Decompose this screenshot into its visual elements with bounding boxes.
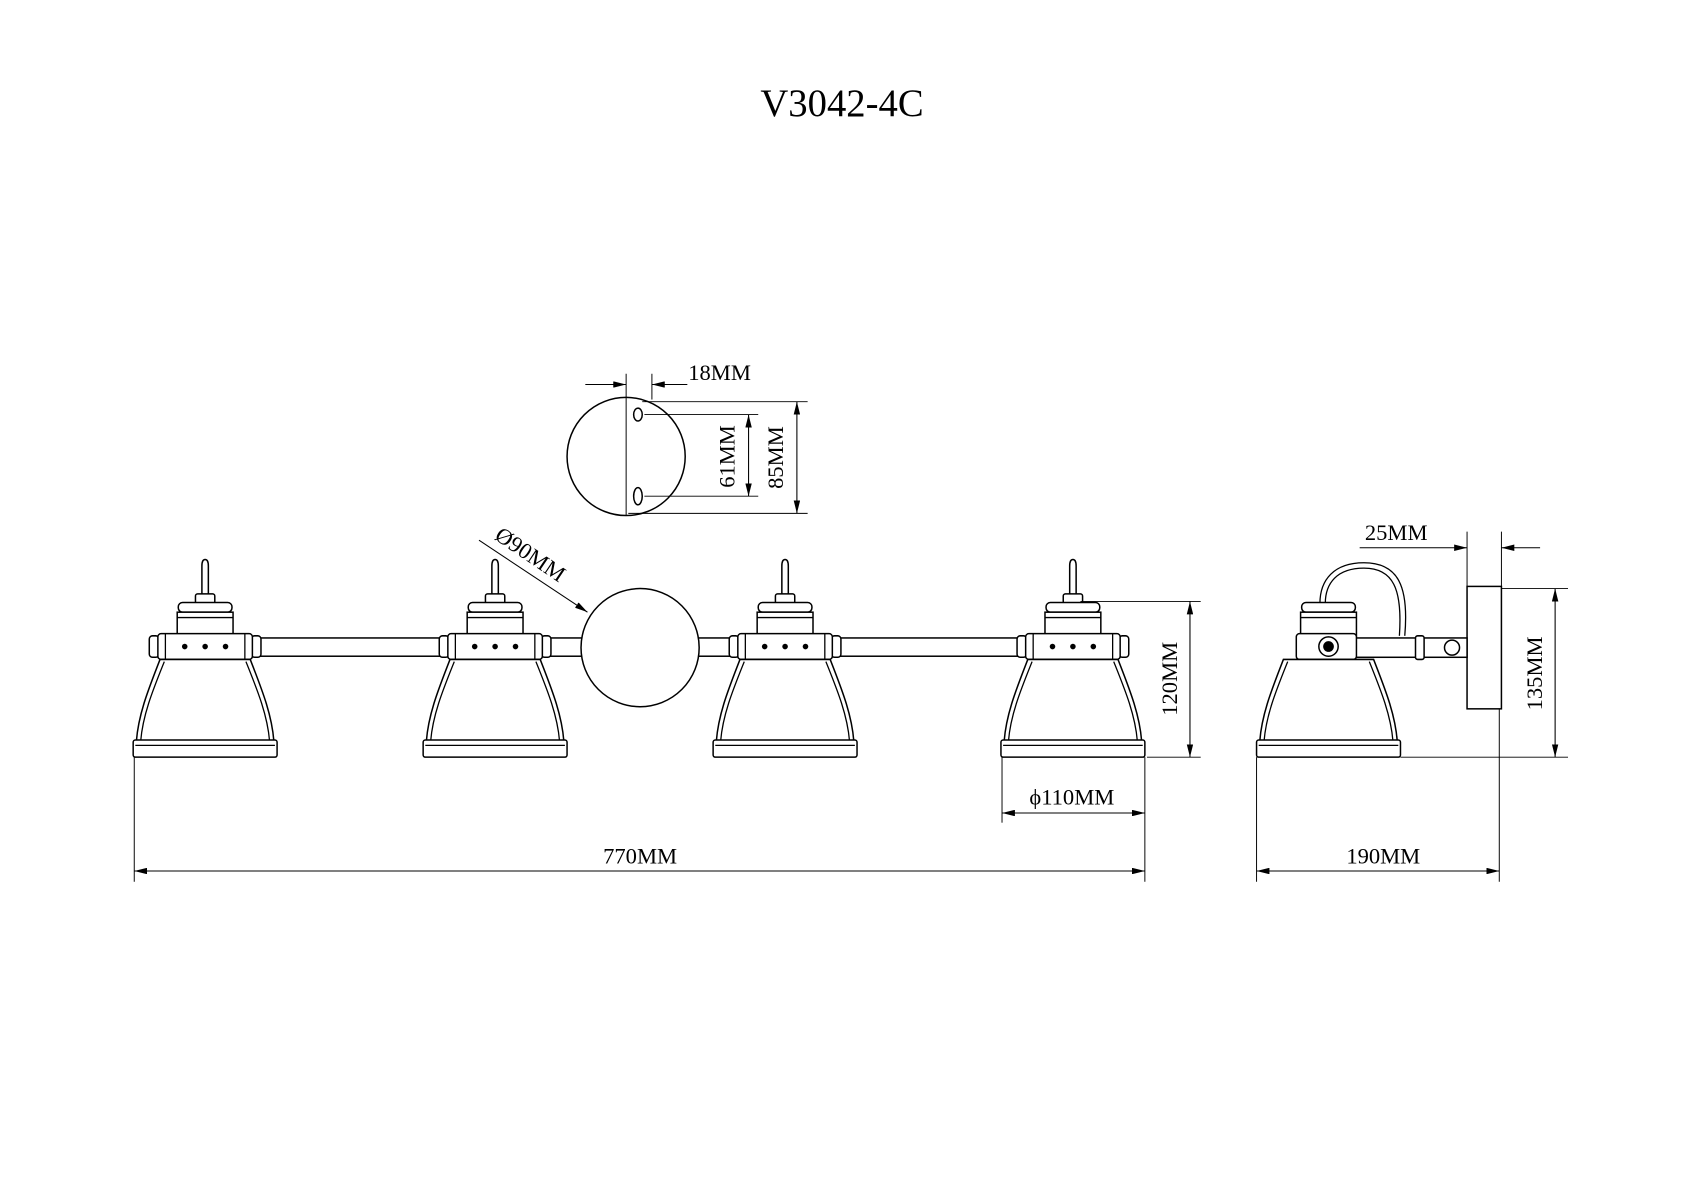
side-lamp-rim (1255, 739, 1402, 758)
canopy-diameter-leader (478, 539, 588, 613)
drawing-title: V3042-4C (760, 83, 923, 125)
lamp-2 (422, 558, 568, 758)
canopy-circle (580, 587, 700, 708)
mounting-slot-top (632, 407, 643, 422)
side-cable-inner (1324, 567, 1401, 636)
side-arm-bolt (1443, 639, 1461, 656)
lamp-4 (1000, 558, 1146, 758)
side-lamp-shade-inner-left (1263, 661, 1289, 742)
front-view: Ø90MM 120MM ϕ110MM 770MM (132, 522, 1201, 882)
side-arm-joint (1414, 635, 1425, 661)
overall-width-label: 770MM (603, 843, 677, 868)
mounting-slot-bottom (632, 486, 643, 506)
side-lamp-shade-inner-right (1368, 661, 1394, 742)
front-height-label: 120MM (1157, 642, 1182, 716)
side-view: 25MM 135MM 190MM (1255, 520, 1569, 882)
side-wall-plate (1466, 585, 1503, 710)
lamp-1 (132, 558, 278, 758)
projection-label: 190MM (1346, 843, 1420, 868)
side-cable-outer (1319, 562, 1407, 636)
mounting-plate-view: 18MM 61MM 85MM (566, 360, 808, 517)
slot-spacing-label: 61MM (715, 425, 740, 488)
lamp-3 (712, 558, 858, 758)
side-lamp-knob-center (1323, 641, 1334, 652)
plate-height-label: 85MM (763, 426, 788, 489)
side-lamp-holder-cap (1300, 601, 1357, 613)
canopy-diameter-label: Ø90MM (491, 522, 570, 587)
shade-diameter-label: ϕ110MM (1029, 784, 1114, 809)
side-lamp-holder-body (1299, 611, 1358, 637)
slot-offset-label: 18MM (688, 360, 751, 385)
plate-depth-label: 25MM (1365, 520, 1428, 545)
side-height-label: 135MM (1522, 636, 1547, 710)
side-lamp-shade (1258, 658, 1399, 742)
